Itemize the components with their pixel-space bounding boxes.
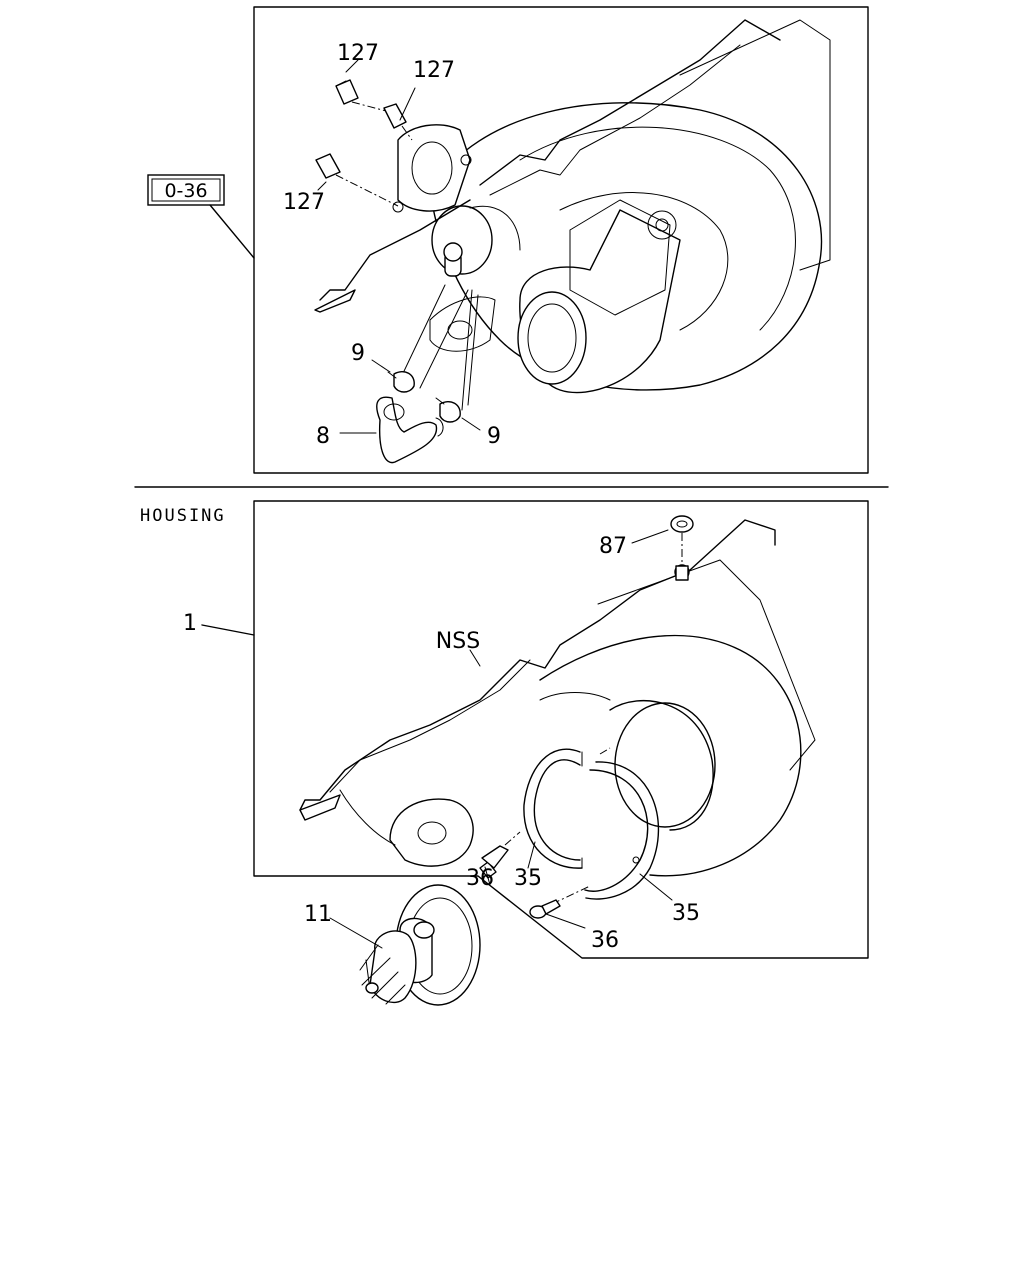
- bolt-36-b-label: 36: [591, 928, 619, 953]
- plate-35-b[interactable]: 35: [551, 761, 700, 926]
- stud-127-a[interactable]: 127: [335, 41, 391, 113]
- assembly-1-label: 1: [183, 611, 197, 636]
- stud-127-c-label: 127: [283, 190, 325, 215]
- plug-87-label: 87: [599, 534, 627, 559]
- clamp-9-b-label: 9: [487, 424, 501, 449]
- lower-panel: HOUSING 1 NSS: [140, 500, 869, 959]
- bolt-36-a[interactable]: 36: [466, 831, 521, 891]
- stud-127-b-label: 127: [413, 58, 455, 83]
- nss-note: NSS: [436, 629, 481, 667]
- upper-panel: 0-36: [147, 6, 869, 474]
- assembly-1[interactable]: 1: [183, 611, 255, 636]
- turbocharger-illustration: [314, 19, 831, 394]
- stud-127-c[interactable]: 127: [283, 153, 399, 215]
- hose-8-label: 8: [316, 424, 330, 449]
- hose-8[interactable]: 8: [316, 284, 479, 464]
- bolt-36-a-label: 36: [466, 866, 494, 891]
- clamp-9-a[interactable]: 9: [351, 341, 415, 393]
- cartridge-11-label: 11: [304, 902, 332, 927]
- reference-box-label: 0-36: [164, 180, 207, 202]
- ring-35-a[interactable]: 35: [514, 747, 611, 891]
- housing-section-title: HOUSING: [140, 506, 226, 526]
- plug-87[interactable]: 87: [599, 515, 694, 565]
- ring-35-a-label: 35: [514, 866, 542, 891]
- upper-panel-frame: [253, 6, 869, 474]
- clamp-9-b[interactable]: 9: [435, 397, 501, 449]
- bolt-36-b[interactable]: 36: [529, 899, 619, 953]
- stud-127-a-label: 127: [337, 41, 379, 66]
- cartridge-11[interactable]: 11: [304, 884, 481, 1006]
- nss-label: NSS: [436, 629, 480, 654]
- stud-127-b[interactable]: 127: [383, 58, 455, 141]
- clamp-9-a-label: 9: [351, 341, 365, 366]
- plate-35-b-label: 35: [672, 901, 700, 926]
- lower-panel-frame: [253, 500, 869, 959]
- reference-box[interactable]: 0-36: [147, 174, 255, 259]
- turbine-housing-illustration: [299, 519, 816, 877]
